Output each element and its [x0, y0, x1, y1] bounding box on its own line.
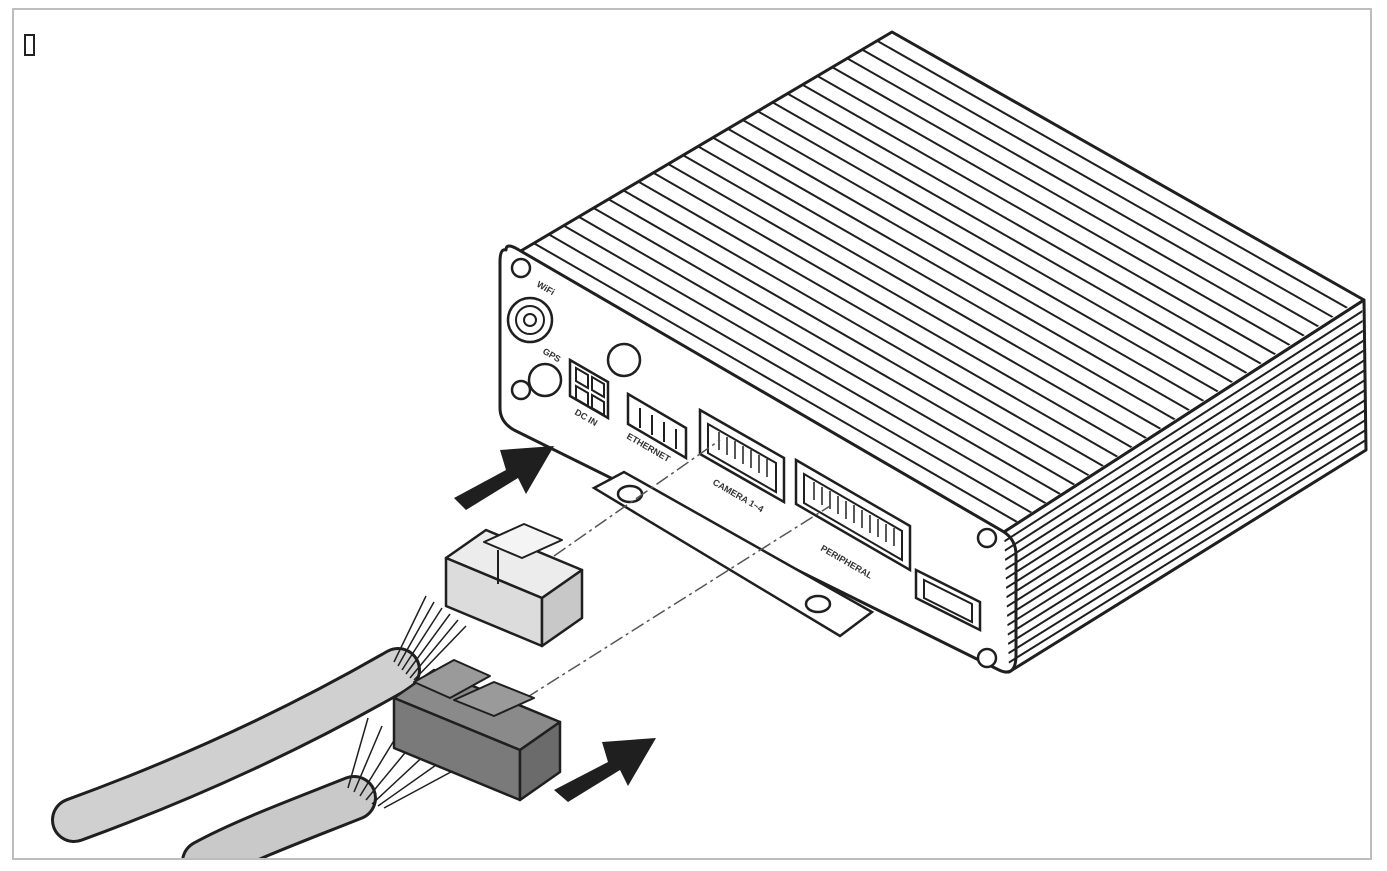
cooling-fin — [1008, 439, 1366, 664]
screw-icon — [510, 257, 532, 279]
control-box: WiFi GPS DC IN ETHERNET — [498, 30, 1368, 674]
cooling-fin — [1007, 409, 1366, 636]
cooling-fin — [787, 92, 1264, 366]
cooling-fin — [1004, 329, 1365, 561]
cooling-fin — [816, 75, 1293, 348]
arrow-right-icon — [554, 738, 656, 802]
missing-glyph-icon — [24, 34, 35, 56]
cooling-fin — [563, 224, 1048, 506]
cooling-fin — [548, 233, 1034, 515]
cooling-fin — [1005, 369, 1366, 599]
cooling-fin — [533, 242, 1019, 524]
wiring-harness — [51, 523, 584, 858]
wifi-antenna-port — [506, 296, 554, 344]
cooling-fin — [1007, 429, 1366, 655]
camera-port — [698, 407, 786, 505]
cooling-fin — [1004, 309, 1365, 543]
screw-icon — [976, 527, 998, 549]
cooling-fin — [742, 119, 1221, 394]
cooling-fin — [1005, 349, 1366, 580]
cooling-fin — [727, 127, 1207, 403]
cooling-fin — [593, 207, 1077, 487]
cooling-fin — [1007, 419, 1366, 645]
cooling-fin — [712, 136, 1192, 413]
screw-icon — [976, 647, 998, 669]
dc-in-port — [568, 357, 610, 421]
cooling-fin — [578, 215, 1063, 496]
mounting-bracket — [591, 470, 875, 638]
cooling-fin — [1006, 399, 1366, 627]
gps-port — [527, 362, 563, 398]
ethernet-port — [626, 391, 688, 461]
cooling-fin — [608, 198, 1091, 478]
cooling-fin — [831, 66, 1307, 338]
arrow-right-icon — [454, 446, 554, 510]
cooling-fin — [846, 57, 1322, 329]
cooling-fin — [1005, 359, 1366, 589]
indicator-port — [606, 342, 642, 378]
cooling-fin — [1006, 379, 1366, 608]
cooling-fin — [637, 180, 1120, 459]
cooling-fin — [876, 39, 1351, 311]
cooling-fin — [1004, 319, 1365, 552]
alignment-guides — [525, 439, 831, 699]
camera-connector-plug — [444, 523, 584, 648]
figure-frame: WiFi GPS DC IN ETHERNET — [12, 8, 1372, 860]
insert-direction-arrows — [454, 446, 656, 802]
cooling-fin — [652, 171, 1135, 450]
screw-icon — [510, 379, 532, 401]
peripheral-port — [794, 457, 912, 573]
cooling-fin — [757, 110, 1235, 385]
cooling-fin — [682, 154, 1163, 431]
cooling-fin — [861, 48, 1336, 320]
cooling-fin — [772, 101, 1250, 376]
cooling-fin — [801, 83, 1279, 357]
video-out-port — [914, 567, 982, 633]
connector-installation-diagram: WiFi GPS DC IN ETHERNET — [51, 30, 1368, 858]
cooling-fin — [1004, 339, 1366, 571]
cooling-fin — [697, 145, 1178, 422]
cooling-fin — [667, 163, 1149, 441]
peripheral-connector-plug — [392, 659, 562, 802]
cooling-fin — [1006, 389, 1366, 617]
cooling-fin — [622, 189, 1106, 468]
